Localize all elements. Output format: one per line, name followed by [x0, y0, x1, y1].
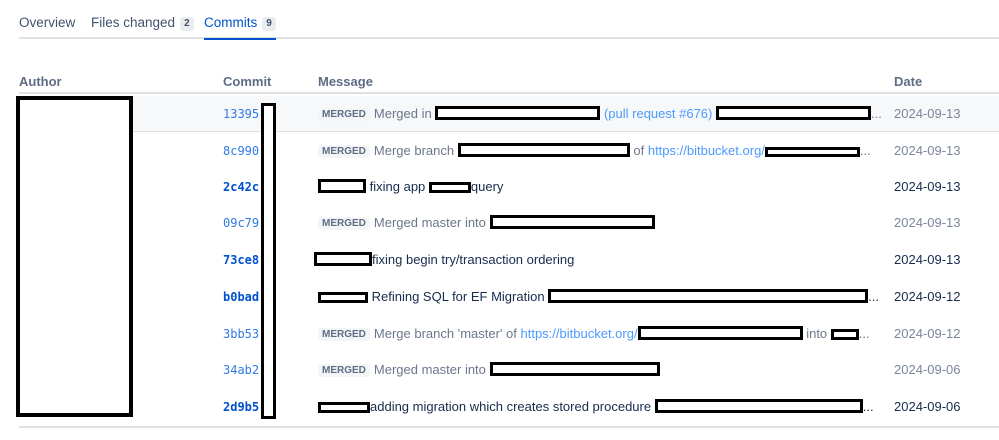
commit-date: 2024-09-06: [894, 399, 961, 414]
table-bottom-divider: [19, 426, 999, 428]
commits-count: 9: [262, 17, 276, 31]
merged-badge: MERGED: [318, 108, 370, 121]
commit-date: 2024-09-13: [894, 179, 961, 194]
commit-hash-link[interactable]: 34ab2: [223, 363, 260, 377]
commit-row[interactable]: 2c42c fixing app query 2024-09-13: [19, 169, 999, 205]
commit-message: adding migration which creates stored pr…: [318, 399, 874, 414]
merged-badge: MERGED: [318, 145, 370, 158]
redacted-text: [428, 182, 471, 193]
files-changed-count: 2: [180, 17, 194, 31]
redacted-author-column: [16, 96, 133, 417]
redacted-text: [318, 179, 366, 193]
commit-hash-link[interactable]: b0bad: [223, 290, 260, 304]
redacted-text: [457, 143, 630, 157]
commit-date: 2024-09-12: [894, 289, 961, 304]
commit-date: 2024-09-13: [894, 143, 961, 158]
merged-badge: MERGED: [318, 217, 370, 230]
commits-table-header: Author Commit Message Date: [19, 74, 999, 94]
commit-hash-link[interactable]: 13395: [223, 107, 260, 121]
commit-date: 2024-09-06: [894, 362, 961, 377]
commit-hash-link[interactable]: 73ce8: [223, 253, 260, 267]
redacted-text: [716, 106, 871, 120]
header-author: Author: [19, 74, 62, 89]
redacted-text: [318, 292, 368, 303]
redacted-text: [489, 362, 660, 376]
commit-row[interactable]: b0bad Refining SQL for EF Migration ... …: [19, 279, 999, 315]
commit-row[interactable]: 73ce8 fixing begin try/transaction order…: [19, 242, 999, 278]
redacted-text: [764, 147, 860, 157]
redacted-text: [314, 252, 372, 266]
redacted-text: [489, 215, 655, 229]
commit-hash-link[interactable]: 09c79: [223, 216, 260, 230]
commit-message: Refining SQL for EF Migration ...: [318, 289, 879, 304]
commit-hash-link[interactable]: 2d9b5: [223, 400, 260, 414]
redacted-text: [318, 402, 370, 413]
redacted-hash-column: [261, 103, 276, 419]
repo-link[interactable]: https://bitbucket.org/: [647, 143, 765, 158]
commit-hash-link[interactable]: 3bb53: [223, 327, 260, 341]
tab-overview[interactable]: Overview: [19, 15, 76, 30]
merged-badge: MERGED: [318, 328, 370, 341]
redacted-text: [548, 289, 869, 303]
merged-badge: MERGED: [318, 364, 370, 377]
redacted-text: [435, 106, 601, 120]
commit-date: 2024-09-13: [894, 106, 961, 121]
redacted-text: [830, 329, 859, 340]
commit-message: fixing begin try/transaction ordering: [314, 252, 574, 267]
commit-date: 2024-09-13: [894, 215, 961, 230]
pull-request-link[interactable]: (pull request #676): [603, 106, 713, 121]
header-commit: Commit: [223, 74, 272, 89]
commit-message: fixing app query: [318, 179, 503, 194]
commit-hash-link[interactable]: 2c42c: [223, 180, 260, 194]
repo-link[interactable]: https://bitbucket.org/: [520, 326, 638, 341]
commit-date: 2024-09-13: [894, 252, 961, 267]
commit-hash-link[interactable]: 8c990: [223, 144, 260, 158]
commit-date: 2024-09-12: [894, 326, 961, 341]
header-message: Message: [318, 74, 373, 89]
commit-row[interactable]: 2d9b5 adding migration which creates sto…: [19, 389, 999, 425]
redacted-text: [654, 399, 863, 413]
redacted-text: [637, 326, 803, 340]
header-date: Date: [894, 74, 923, 89]
